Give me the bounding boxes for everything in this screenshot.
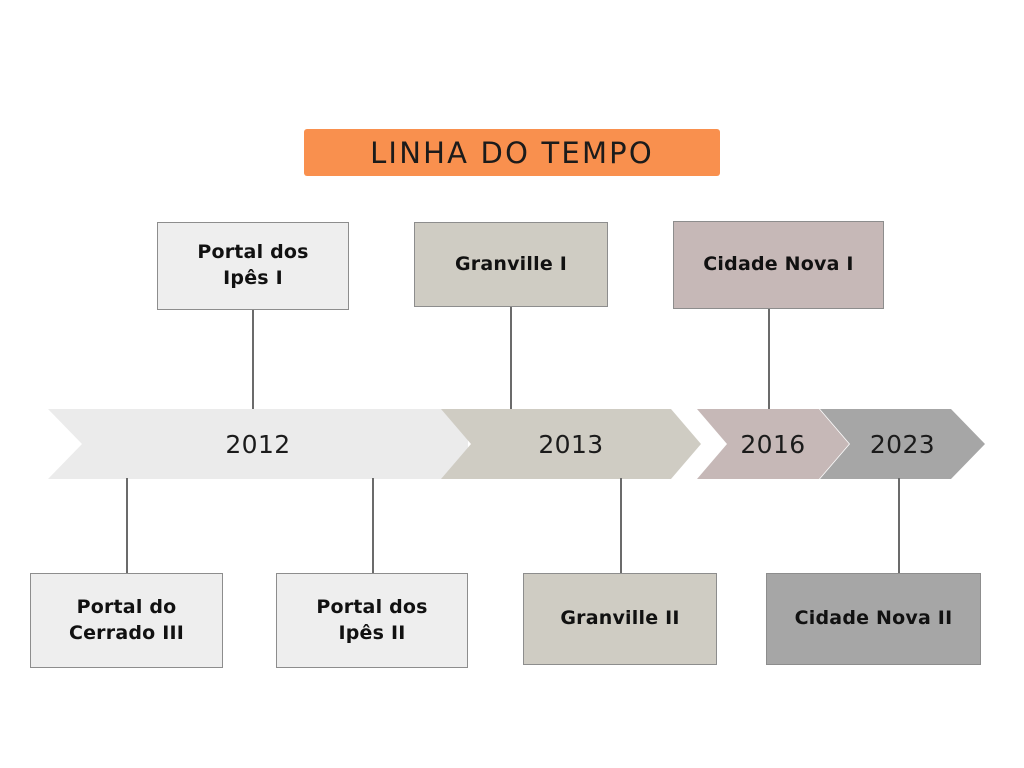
event-box-granville-i[interactable]: Granville I xyxy=(414,222,608,307)
connector-line-granville-i xyxy=(510,307,512,410)
timeline-year-label: 2016 xyxy=(740,429,806,459)
event-box-portal-dos-ipes-i[interactable]: Portal dos Ipês I xyxy=(157,222,349,310)
connector-line-granville-ii xyxy=(620,478,622,573)
timeline-year-label: 2013 xyxy=(538,429,604,459)
title-banner: LINHA DO TEMPO xyxy=(304,129,720,176)
event-label: Portal dos Ipês I xyxy=(197,241,309,289)
timeline-band: 2012 2013 2016 2023 xyxy=(0,409,1024,479)
event-box-cidade-nova-i[interactable]: Cidade Nova I xyxy=(673,221,884,309)
timeline-segment-2013[interactable]: 2013 xyxy=(441,409,701,479)
timeline-year-label: 2012 xyxy=(225,429,291,459)
connector-line-portal-dos-ipes-ii xyxy=(372,478,374,573)
event-label: Portal dos Ipês II xyxy=(316,595,428,644)
event-label: Portal do Cerrado III xyxy=(68,595,185,644)
event-label: Granville I xyxy=(454,252,567,275)
event-label: Granville II xyxy=(560,607,680,630)
event-box-cidade-nova-ii[interactable]: Cidade Nova II xyxy=(766,573,981,665)
event-label: Cidade Nova I xyxy=(703,253,854,276)
connector-line-cidade-nova-ii xyxy=(898,478,900,573)
event-box-portal-dos-ipes-ii[interactable]: Portal dos Ipês II xyxy=(276,573,468,668)
event-label: Cidade Nova II xyxy=(794,607,953,630)
timeline-segment-2012[interactable]: 2012 xyxy=(48,409,468,479)
timeline-segment-2016[interactable]: 2016 xyxy=(697,409,849,479)
event-box-portal-do-cerrado-iii[interactable]: Portal do Cerrado III xyxy=(30,573,223,668)
page-title: LINHA DO TEMPO xyxy=(370,135,654,170)
connector-line-portal-dos-ipes-i xyxy=(252,310,254,410)
event-box-granville-ii[interactable]: Granville II xyxy=(523,573,717,665)
connector-line-portal-do-cerrado-iii xyxy=(126,478,128,573)
timeline-year-label: 2023 xyxy=(869,429,936,459)
connector-line-cidade-nova-i xyxy=(768,309,770,410)
